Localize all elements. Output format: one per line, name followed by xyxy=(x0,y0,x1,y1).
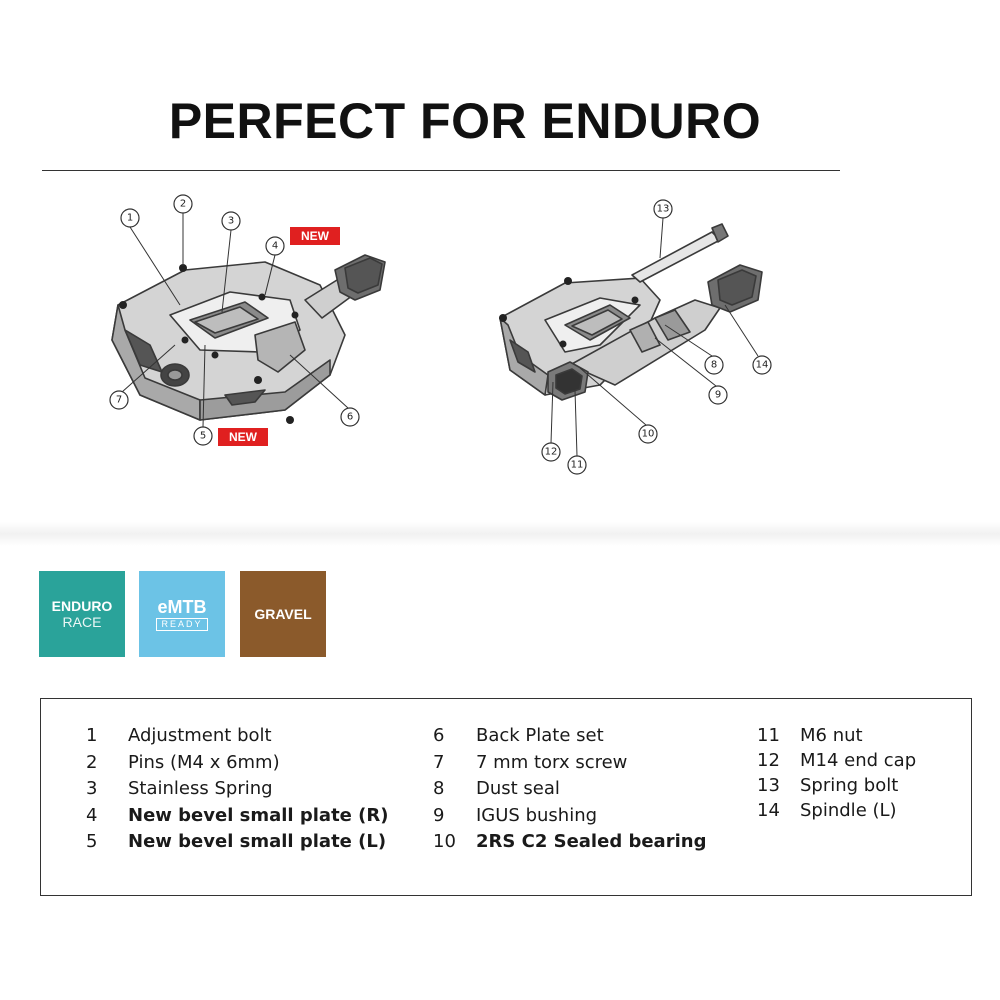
svg-text:6: 6 xyxy=(347,412,353,423)
callout-14: 14 xyxy=(752,355,772,375)
callout-13: 13 xyxy=(653,199,673,219)
callout-12: 12 xyxy=(541,442,561,462)
callout-4: 4 xyxy=(265,236,285,256)
svg-text:8: 8 xyxy=(711,360,717,371)
badge-emtb-ready: eMTB READY xyxy=(139,571,225,657)
pedal-left-illustration xyxy=(111,254,386,424)
callout-9: 9 xyxy=(708,385,728,405)
callout-10: 10 xyxy=(638,424,658,444)
badge-enduro-line2: RACE xyxy=(62,614,102,630)
callout-5: 5 xyxy=(193,426,213,446)
new-tag-plate-r: NEW xyxy=(290,227,340,245)
callout-2: 2 xyxy=(173,194,193,214)
callout-8: 8 xyxy=(704,355,724,375)
svg-text:5: 5 xyxy=(200,431,206,442)
callout-11: 11 xyxy=(567,455,587,475)
callout-6: 6 xyxy=(340,407,360,427)
callout-3: 3 xyxy=(221,211,241,231)
svg-text:10: 10 xyxy=(642,429,655,440)
callout-7: 7 xyxy=(109,390,129,410)
svg-text:9: 9 xyxy=(715,390,721,401)
svg-text:1: 1 xyxy=(127,213,133,224)
svg-text:14: 14 xyxy=(756,360,769,371)
badge-enduro-line1: ENDURO xyxy=(51,598,113,614)
svg-text:NEW: NEW xyxy=(301,229,330,243)
svg-text:7: 7 xyxy=(116,395,122,406)
page-title: PERFECT FOR ENDURO xyxy=(168,93,762,149)
svg-text:2: 2 xyxy=(180,199,186,210)
section-divider xyxy=(0,522,1000,546)
svg-text:13: 13 xyxy=(657,204,670,215)
svg-text:12: 12 xyxy=(545,447,558,458)
svg-text:NEW: NEW xyxy=(229,430,258,444)
pedal-right-illustration xyxy=(499,223,763,401)
title-divider xyxy=(42,170,840,171)
badge-enduro-race: ENDURO RACE xyxy=(39,571,125,657)
callout-leader-lines xyxy=(121,213,759,457)
new-tag-plate-l: NEW xyxy=(218,428,268,446)
badge-gravel-line1: GRAVEL xyxy=(254,606,312,622)
svg-text:4: 4 xyxy=(272,241,278,252)
badge-emtb-line1: eMTB xyxy=(157,596,207,617)
svg-text:11: 11 xyxy=(571,460,584,471)
svg-text:3: 3 xyxy=(228,216,234,227)
callout-1: 1 xyxy=(120,208,140,228)
badge-emtb-line2: READY xyxy=(156,617,208,631)
pedal-exploded-diagram: 1 2 3 4 5 6 7 8 9 10 11 12 13 14 NEW NEW xyxy=(109,194,772,475)
badge-gravel: GRAVEL xyxy=(240,571,326,657)
